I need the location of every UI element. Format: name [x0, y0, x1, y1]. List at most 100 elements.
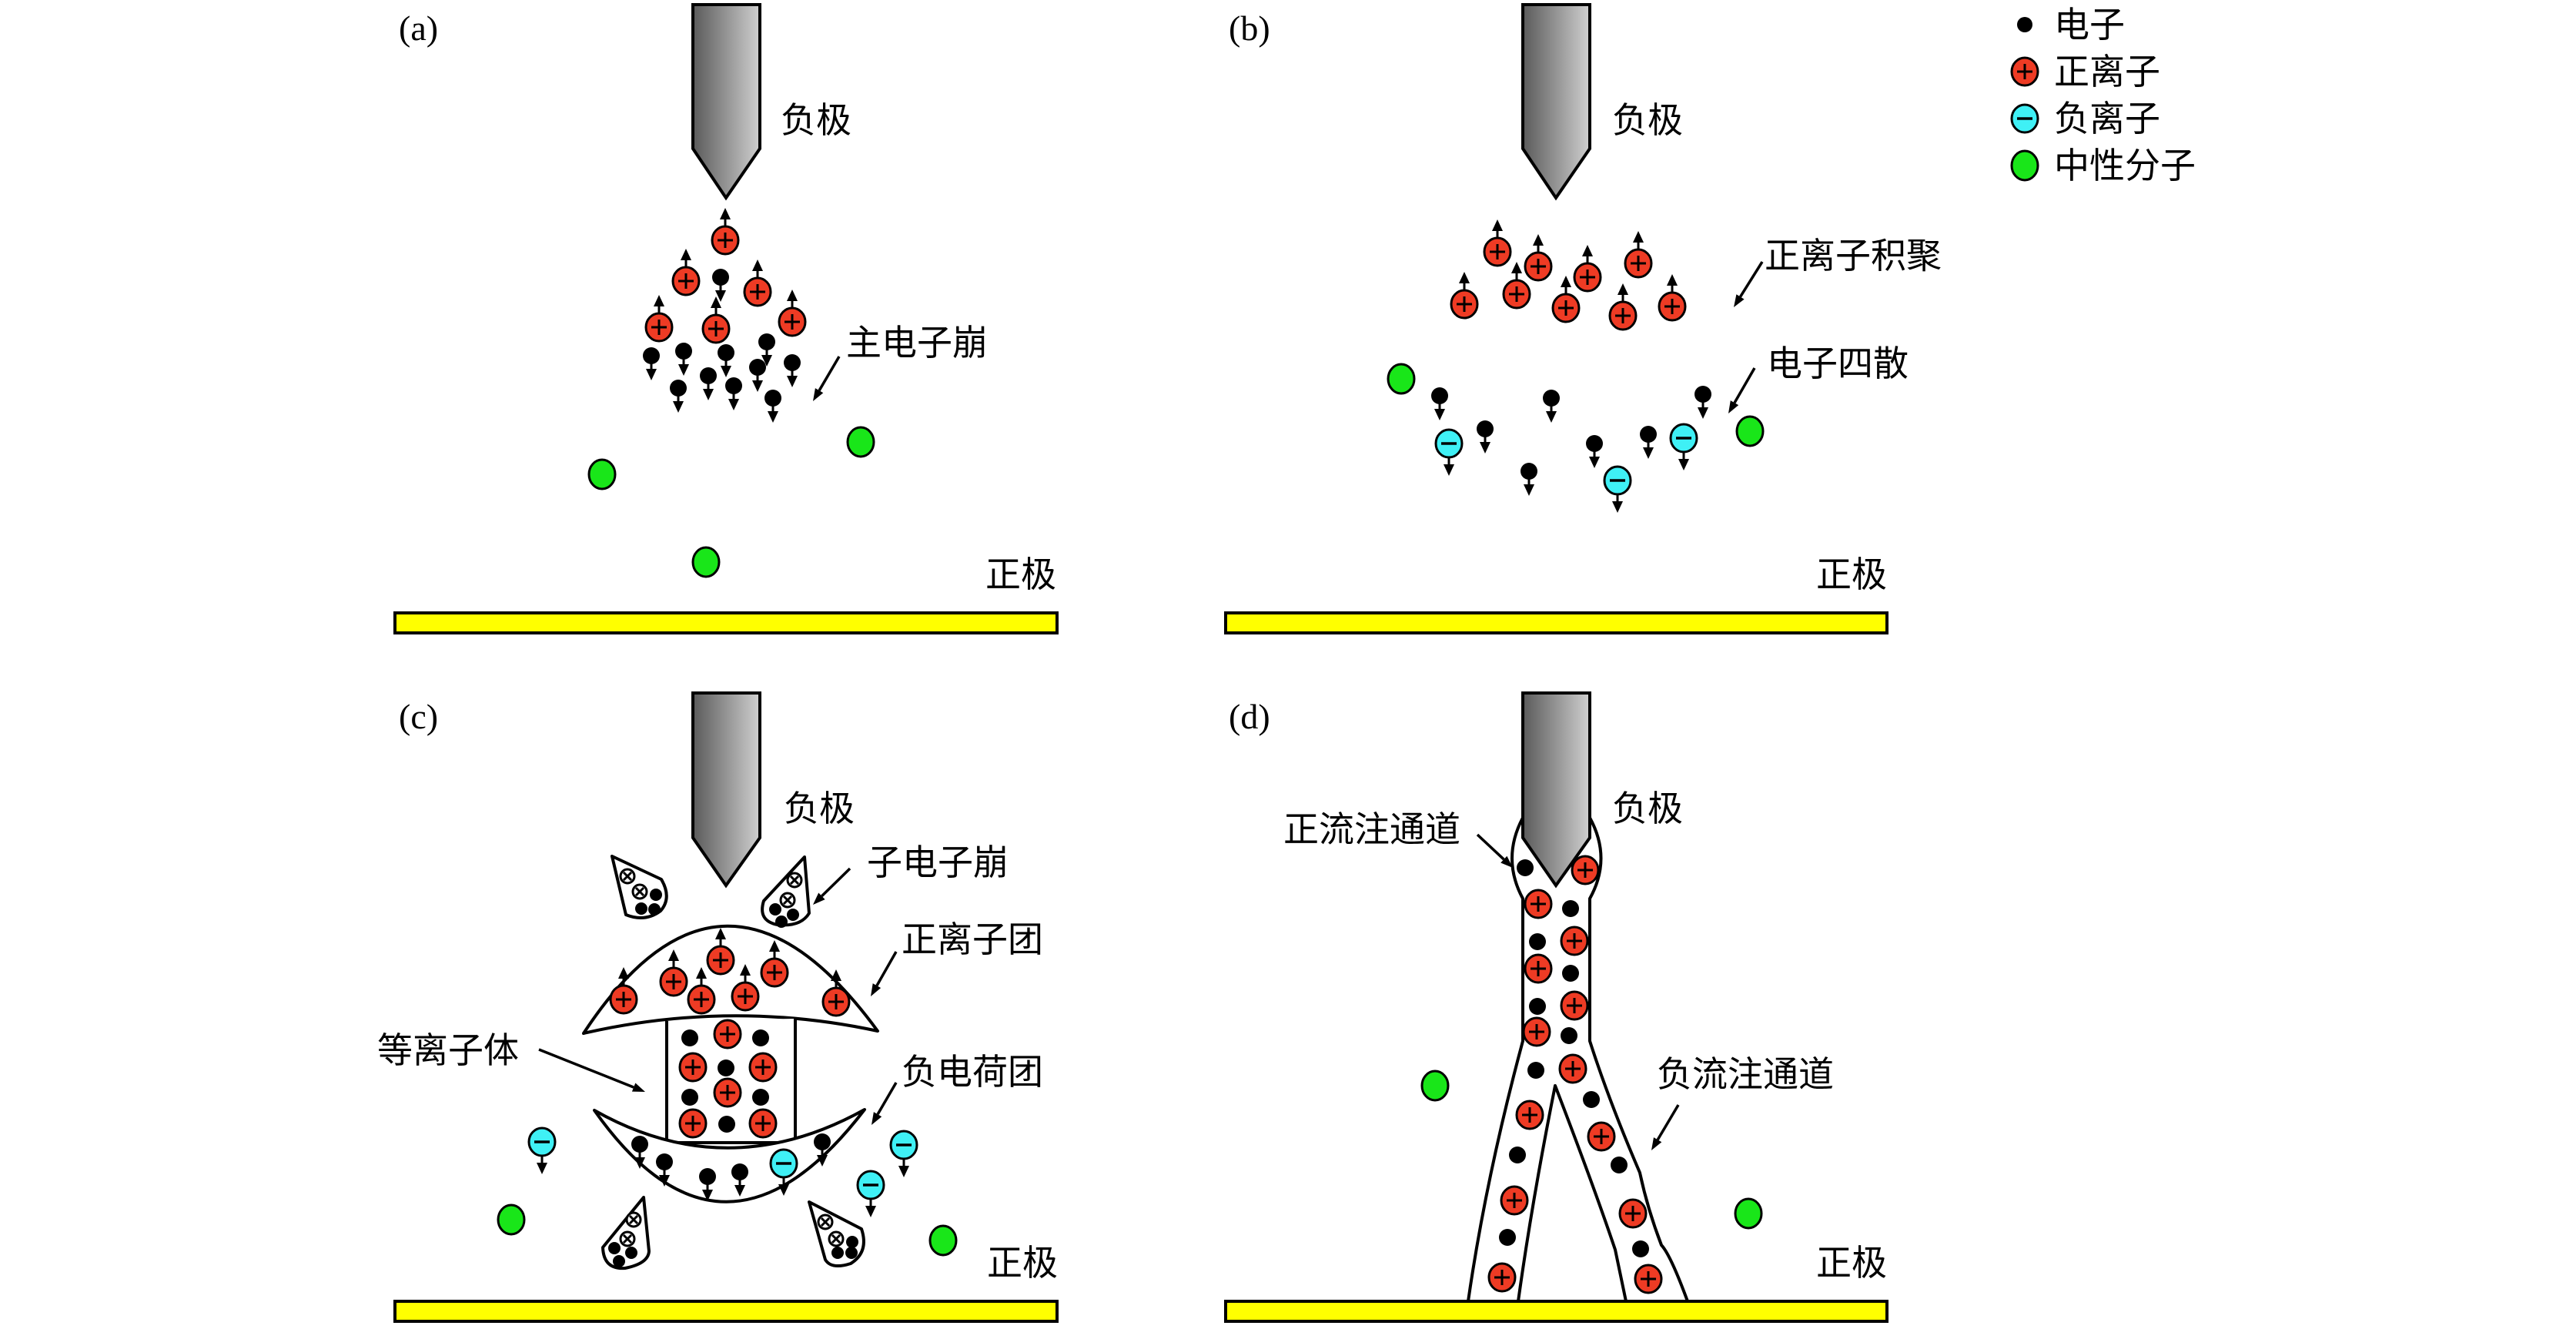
electron [1529, 998, 1546, 1015]
ion-pair-mark [828, 1230, 845, 1247]
electron [752, 1029, 769, 1046]
ion-pair-mark [786, 872, 803, 889]
electron [1586, 435, 1603, 468]
ion-pair-mark [619, 1230, 636, 1247]
annotation-positive-ion-accumulation: 正离子积聚 [1765, 235, 1942, 276]
negative-ion [769, 1148, 798, 1196]
particles-b [1387, 219, 1765, 513]
leader-arrow-electron-scatter [1728, 367, 1756, 413]
sub-avalanche [808, 1200, 865, 1268]
positive-ion [1487, 1262, 1517, 1293]
neutral-molecule [1735, 415, 1765, 447]
panel-tag-d: (d) [1229, 697, 1270, 736]
electron [656, 1153, 673, 1187]
annotation-positive-ion-cluster: 正离子团 [902, 919, 1043, 960]
panel-tag-a: (a) [399, 8, 438, 48]
electron [1477, 420, 1494, 454]
legend: 电子 正离子 负离子 中性分子 [2010, 4, 2196, 186]
electron [1562, 900, 1579, 917]
leader-arrow-negative-streamer-channel [1651, 1104, 1680, 1150]
positive-ion [1658, 274, 1687, 322]
electron [1583, 1091, 1600, 1108]
positive-ion [1571, 855, 1600, 885]
annotation-sub-avalanche: 子电子崩 [867, 842, 1009, 883]
electron [1499, 1229, 1516, 1246]
electron [784, 354, 801, 387]
positive-ion [731, 964, 760, 1012]
leader-arrow-positive-ion-accumulation [1734, 261, 1764, 307]
annotation-positive-streamer-channel: 正流注通道 [1283, 808, 1460, 850]
positive-ion [748, 1108, 778, 1139]
positive-ion [711, 208, 740, 256]
cathode-electrode-c [691, 691, 761, 889]
electron [831, 1247, 844, 1259]
legend-item-negative-ion: 负离子 [2010, 98, 2160, 139]
ion-pair-mark [779, 892, 796, 909]
positive-ion [1558, 1053, 1587, 1084]
electron [670, 380, 687, 413]
positive-ion [1515, 1100, 1544, 1130]
positive-ion [743, 259, 772, 307]
ion-pair-mark [625, 1211, 642, 1228]
electron [681, 1089, 698, 1106]
legend-item-positive-ion: 正离子 [2010, 51, 2160, 92]
positive-ion-icon [2010, 56, 2039, 87]
electron [1527, 1062, 1544, 1079]
positive-ion [1502, 262, 1531, 310]
electron [1694, 386, 1711, 419]
neutral-molecule [1420, 1070, 1450, 1102]
leader-arrow-sub-avalanche [813, 867, 851, 905]
panel-a: (a) 负极 主电子崩 正极 [393, 3, 1059, 634]
negative-ion-icon [2010, 103, 2039, 134]
positive-ion [1560, 926, 1589, 956]
positive-ion [1560, 990, 1589, 1021]
electron-icon [2017, 17, 2032, 32]
annotation-plasma: 等离子体 [377, 1029, 519, 1071]
anode-label-b: 正极 [1816, 554, 1887, 595]
cathode-electrode-b [1521, 3, 1591, 201]
neutral-molecule [1387, 363, 1416, 395]
electron [775, 916, 788, 928]
positive-ion [1524, 889, 1553, 919]
ion-pair-mark [817, 1214, 834, 1230]
cathode-electrode-a [691, 3, 761, 201]
positive-ion [706, 928, 735, 976]
positive-ion [644, 295, 674, 343]
electron [731, 1163, 748, 1197]
positive-ion [760, 940, 789, 988]
anode-label-d: 正极 [1816, 1242, 1887, 1284]
annotation-primary-avalanche: 主电子崩 [846, 322, 988, 363]
legend-label-neutral: 中性分子 [2054, 145, 2196, 186]
legend-item-neutral: 中性分子 [2010, 145, 2196, 186]
electron [1517, 859, 1534, 876]
neutral-molecule [497, 1203, 526, 1236]
anode-label-c: 正极 [987, 1242, 1058, 1284]
positive-ion [701, 296, 731, 344]
cathode-label-b: 负极 [1612, 99, 1683, 141]
positive-ion [748, 1052, 778, 1083]
neutral-molecule [2010, 149, 2039, 182]
electron [787, 909, 799, 921]
positive-ion [1587, 1121, 1616, 1152]
negative-ion [527, 1126, 557, 1174]
positive-ion [1522, 1016, 1551, 1047]
electron [1640, 426, 1657, 459]
positive-ion [1608, 283, 1638, 331]
negative-ion [1434, 428, 1464, 476]
electron [699, 1168, 716, 1201]
legend-item-electron: 电子 [2017, 4, 2125, 45]
positive-ion [678, 1108, 708, 1139]
leader-arrow-negative-charge-cluster [871, 1082, 898, 1125]
positive-ion [713, 1077, 742, 1108]
cathode-label-c: 负极 [784, 788, 855, 829]
electron [1562, 965, 1579, 982]
leader-arrow-primary-avalanche [813, 356, 841, 401]
positive-ion [713, 1019, 742, 1049]
leader-arrow-plasma [538, 1048, 645, 1092]
electron [814, 1133, 831, 1167]
cathode-label-a: 负极 [781, 99, 851, 141]
legend-label-negative-ion: 负离子 [2054, 98, 2160, 139]
electron [845, 1247, 858, 1259]
particles-a [587, 208, 875, 578]
electron [1561, 1027, 1577, 1044]
